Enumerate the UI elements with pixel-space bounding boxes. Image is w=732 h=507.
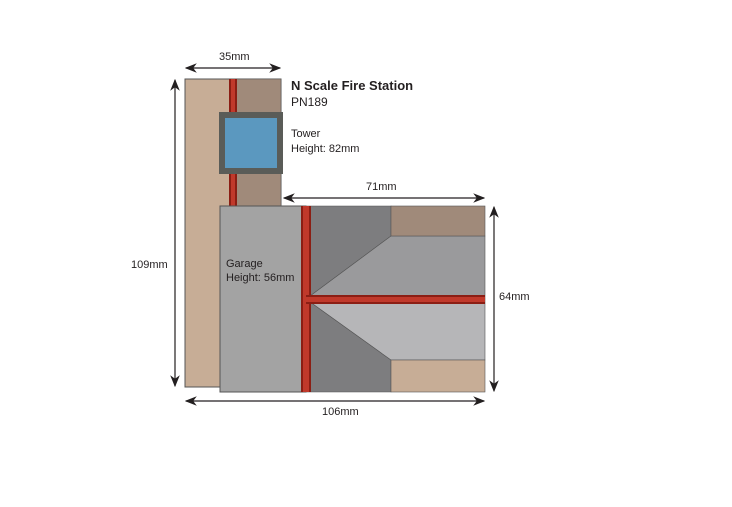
tower-label: Tower [291, 128, 321, 140]
garage [219, 205, 486, 393]
product-code: PN189 [291, 95, 328, 109]
dim-label-total-width: 106mm [322, 406, 359, 418]
garage-label: Garage [226, 258, 263, 270]
diagram-title: N Scale Fire Station [291, 78, 414, 93]
window-glass [225, 118, 277, 168]
garage-height: Height: 56mm [226, 272, 295, 284]
dim-label-tower-width: 35mm [219, 51, 250, 63]
dim-label-total-depth: 109mm [131, 259, 168, 271]
dim-label-garage-depth: 64mm [499, 291, 530, 303]
dim-label-garage-width: 71mm [366, 181, 397, 193]
tower-height: Height: 82mm [291, 143, 360, 155]
